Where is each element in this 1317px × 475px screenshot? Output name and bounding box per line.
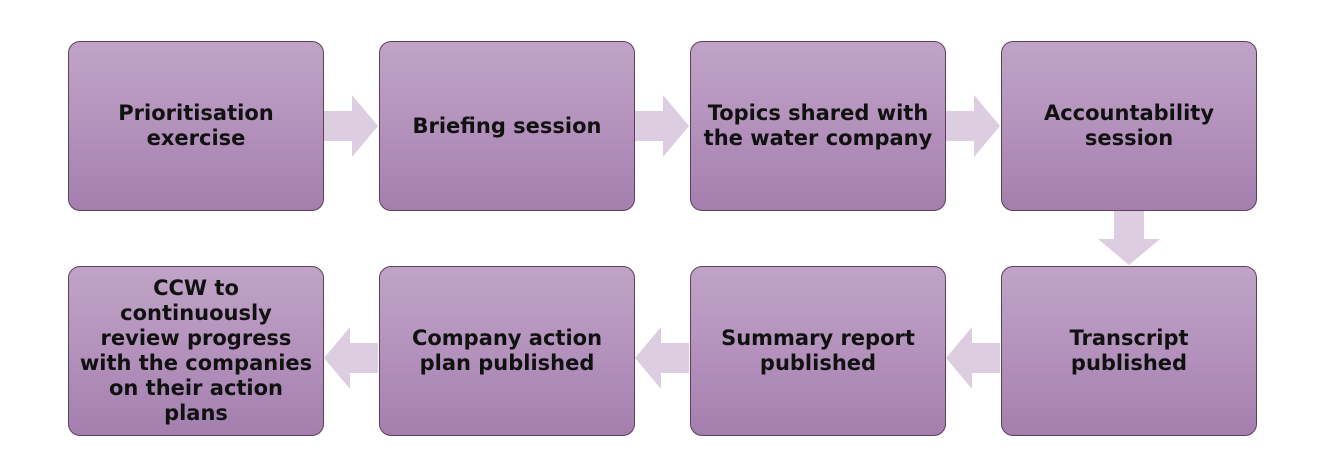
step-briefing-session: Briefing session (379, 41, 635, 211)
step-label: Company action plan published (411, 326, 603, 375)
arrow-right-icon (635, 95, 689, 157)
arrow-left-icon (635, 327, 689, 389)
step-company-action-plan-published: Company action plan published (379, 266, 635, 436)
arrow-right-icon (946, 95, 1000, 157)
arrow-down-icon (1098, 211, 1160, 265)
step-topics-shared: Topics shared with the water company (690, 41, 946, 211)
step-label: Accountability session (1043, 101, 1215, 150)
step-label: CCW to continuously review progress with… (79, 276, 313, 425)
step-label: Transcript published (1069, 326, 1189, 375)
step-label: Topics shared with the water company (703, 101, 933, 150)
arrow-left-icon (946, 327, 1000, 389)
arrow-right-icon (324, 95, 378, 157)
step-transcript-published: Transcript published (1001, 266, 1257, 436)
step-ccw-continuous-review: CCW to continuously review progress with… (68, 266, 324, 436)
step-label: Briefing session (412, 113, 602, 138)
step-summary-report-published: Summary report published (690, 266, 946, 436)
step-label: Summary report published (721, 326, 915, 375)
step-label: Prioritisation exercise (118, 101, 274, 150)
step-accountability-session: Accountability session (1001, 41, 1257, 211)
arrow-left-icon (324, 327, 378, 389)
step-prioritisation-exercise: Prioritisation exercise (68, 41, 324, 211)
